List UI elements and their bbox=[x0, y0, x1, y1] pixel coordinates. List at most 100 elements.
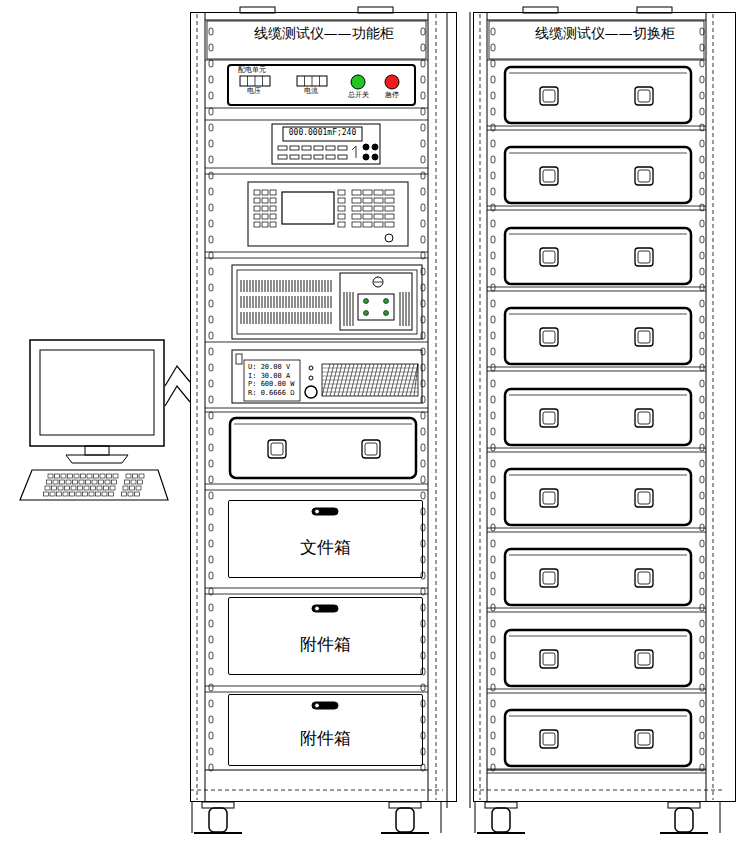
instrument-key bbox=[254, 190, 260, 195]
connector-flange bbox=[635, 489, 653, 507]
vent-slot bbox=[325, 296, 326, 308]
instrument-key bbox=[254, 222, 260, 227]
mounting-hole bbox=[491, 732, 495, 739]
vent-slot bbox=[298, 280, 299, 292]
indicator-led bbox=[309, 366, 313, 370]
vent-slot bbox=[259, 296, 260, 308]
mounting-hole bbox=[700, 700, 704, 707]
caster-plate bbox=[389, 802, 421, 808]
instrument-key bbox=[338, 190, 345, 195]
vent-slot bbox=[313, 312, 314, 324]
vent-slot bbox=[256, 312, 257, 324]
mounting-hole bbox=[700, 252, 704, 259]
vent-slot bbox=[268, 296, 269, 308]
switch-box bbox=[230, 418, 416, 478]
instrument-key bbox=[374, 190, 383, 195]
vent-slot bbox=[319, 296, 320, 308]
base-rail bbox=[487, 770, 706, 771]
mounting-hole bbox=[700, 668, 704, 675]
vent-slot bbox=[331, 296, 332, 308]
mounting-hole bbox=[421, 204, 425, 211]
display-reading: U: 20.00 V bbox=[248, 363, 290, 372]
instrument-knob bbox=[385, 234, 393, 242]
frame-leg bbox=[192, 802, 193, 833]
instrument-key bbox=[262, 190, 268, 195]
switch-box bbox=[505, 147, 691, 203]
keyboard-key bbox=[55, 474, 60, 478]
vent-slot bbox=[253, 296, 254, 308]
connector-flange bbox=[540, 730, 558, 748]
mounting-hole bbox=[209, 556, 213, 563]
keyboard-key bbox=[84, 486, 89, 490]
vent-slot bbox=[295, 296, 296, 308]
instrument-key bbox=[385, 222, 394, 227]
mounting-hole bbox=[421, 140, 425, 147]
drawer-handle bbox=[312, 702, 338, 709]
monitor-cable bbox=[165, 366, 190, 386]
meter-display bbox=[240, 76, 270, 86]
vent-slot bbox=[280, 296, 281, 308]
mounting-hole bbox=[491, 140, 495, 147]
drawer-box: 附件箱 bbox=[228, 597, 423, 675]
vent-slot bbox=[328, 280, 329, 292]
mounting-hole bbox=[700, 620, 704, 627]
mounting-hole bbox=[491, 636, 495, 643]
instrument-key bbox=[363, 190, 372, 195]
rack-post bbox=[487, 12, 488, 802]
multimeter-key bbox=[326, 146, 335, 150]
mounting-hole bbox=[421, 572, 425, 579]
mounting-hole bbox=[491, 348, 495, 355]
grille-hatch bbox=[322, 372, 418, 373]
cabinet-frame: 线缆测试仪——切换柜 bbox=[473, 12, 736, 802]
keyboard-key bbox=[65, 486, 70, 490]
rack-divider bbox=[487, 60, 706, 61]
vent-slot bbox=[241, 296, 242, 308]
vent-slot bbox=[310, 312, 311, 324]
keyboard-key bbox=[130, 486, 135, 490]
frame-leg bbox=[441, 802, 442, 833]
vent-slot bbox=[353, 292, 354, 326]
mounting-hole bbox=[700, 76, 704, 83]
connector-socket bbox=[638, 412, 650, 424]
rack-top-rail bbox=[205, 20, 428, 21]
keyboard-key bbox=[68, 474, 73, 478]
vent-slot bbox=[295, 280, 296, 292]
connector-socket bbox=[543, 412, 555, 424]
mounting-hole bbox=[421, 748, 425, 755]
mounting-hole bbox=[700, 748, 704, 755]
main-switch-button bbox=[351, 75, 365, 89]
vent-slot bbox=[400, 292, 401, 326]
connector-socket bbox=[543, 170, 555, 182]
vent-slot bbox=[253, 312, 254, 324]
vent-slot bbox=[241, 280, 242, 292]
rack-divider bbox=[487, 769, 706, 770]
monitor-stand bbox=[66, 455, 128, 463]
mounting-hole bbox=[491, 108, 495, 115]
mounting-hole bbox=[421, 540, 425, 547]
rack-divider bbox=[205, 252, 428, 253]
keyboard-key bbox=[79, 480, 84, 484]
rack-divider bbox=[205, 686, 428, 687]
mounting-hole bbox=[700, 476, 704, 483]
power-switch bbox=[236, 354, 242, 364]
keyboard-key bbox=[92, 480, 97, 484]
meter-label: 电压 bbox=[247, 87, 261, 95]
vent-slot bbox=[268, 312, 269, 324]
mounting-hole bbox=[491, 428, 495, 435]
mounting-hole bbox=[700, 348, 704, 355]
keyboard-key bbox=[81, 474, 86, 478]
mounting-hole bbox=[421, 636, 425, 643]
caster-plate bbox=[485, 802, 517, 808]
drawer-label: 附件箱 bbox=[300, 633, 351, 656]
display-reading: I: 30.00 A bbox=[248, 372, 290, 381]
connector-socket bbox=[638, 331, 650, 343]
vent-slot bbox=[247, 312, 248, 324]
rack-divider bbox=[205, 594, 428, 595]
drawer-label: 文件箱 bbox=[300, 536, 351, 559]
adjust-knob bbox=[305, 386, 317, 398]
mounting-hole bbox=[421, 444, 425, 451]
vent-slot bbox=[313, 280, 314, 292]
keyboard-key bbox=[113, 474, 118, 478]
vent-slot bbox=[265, 296, 266, 308]
